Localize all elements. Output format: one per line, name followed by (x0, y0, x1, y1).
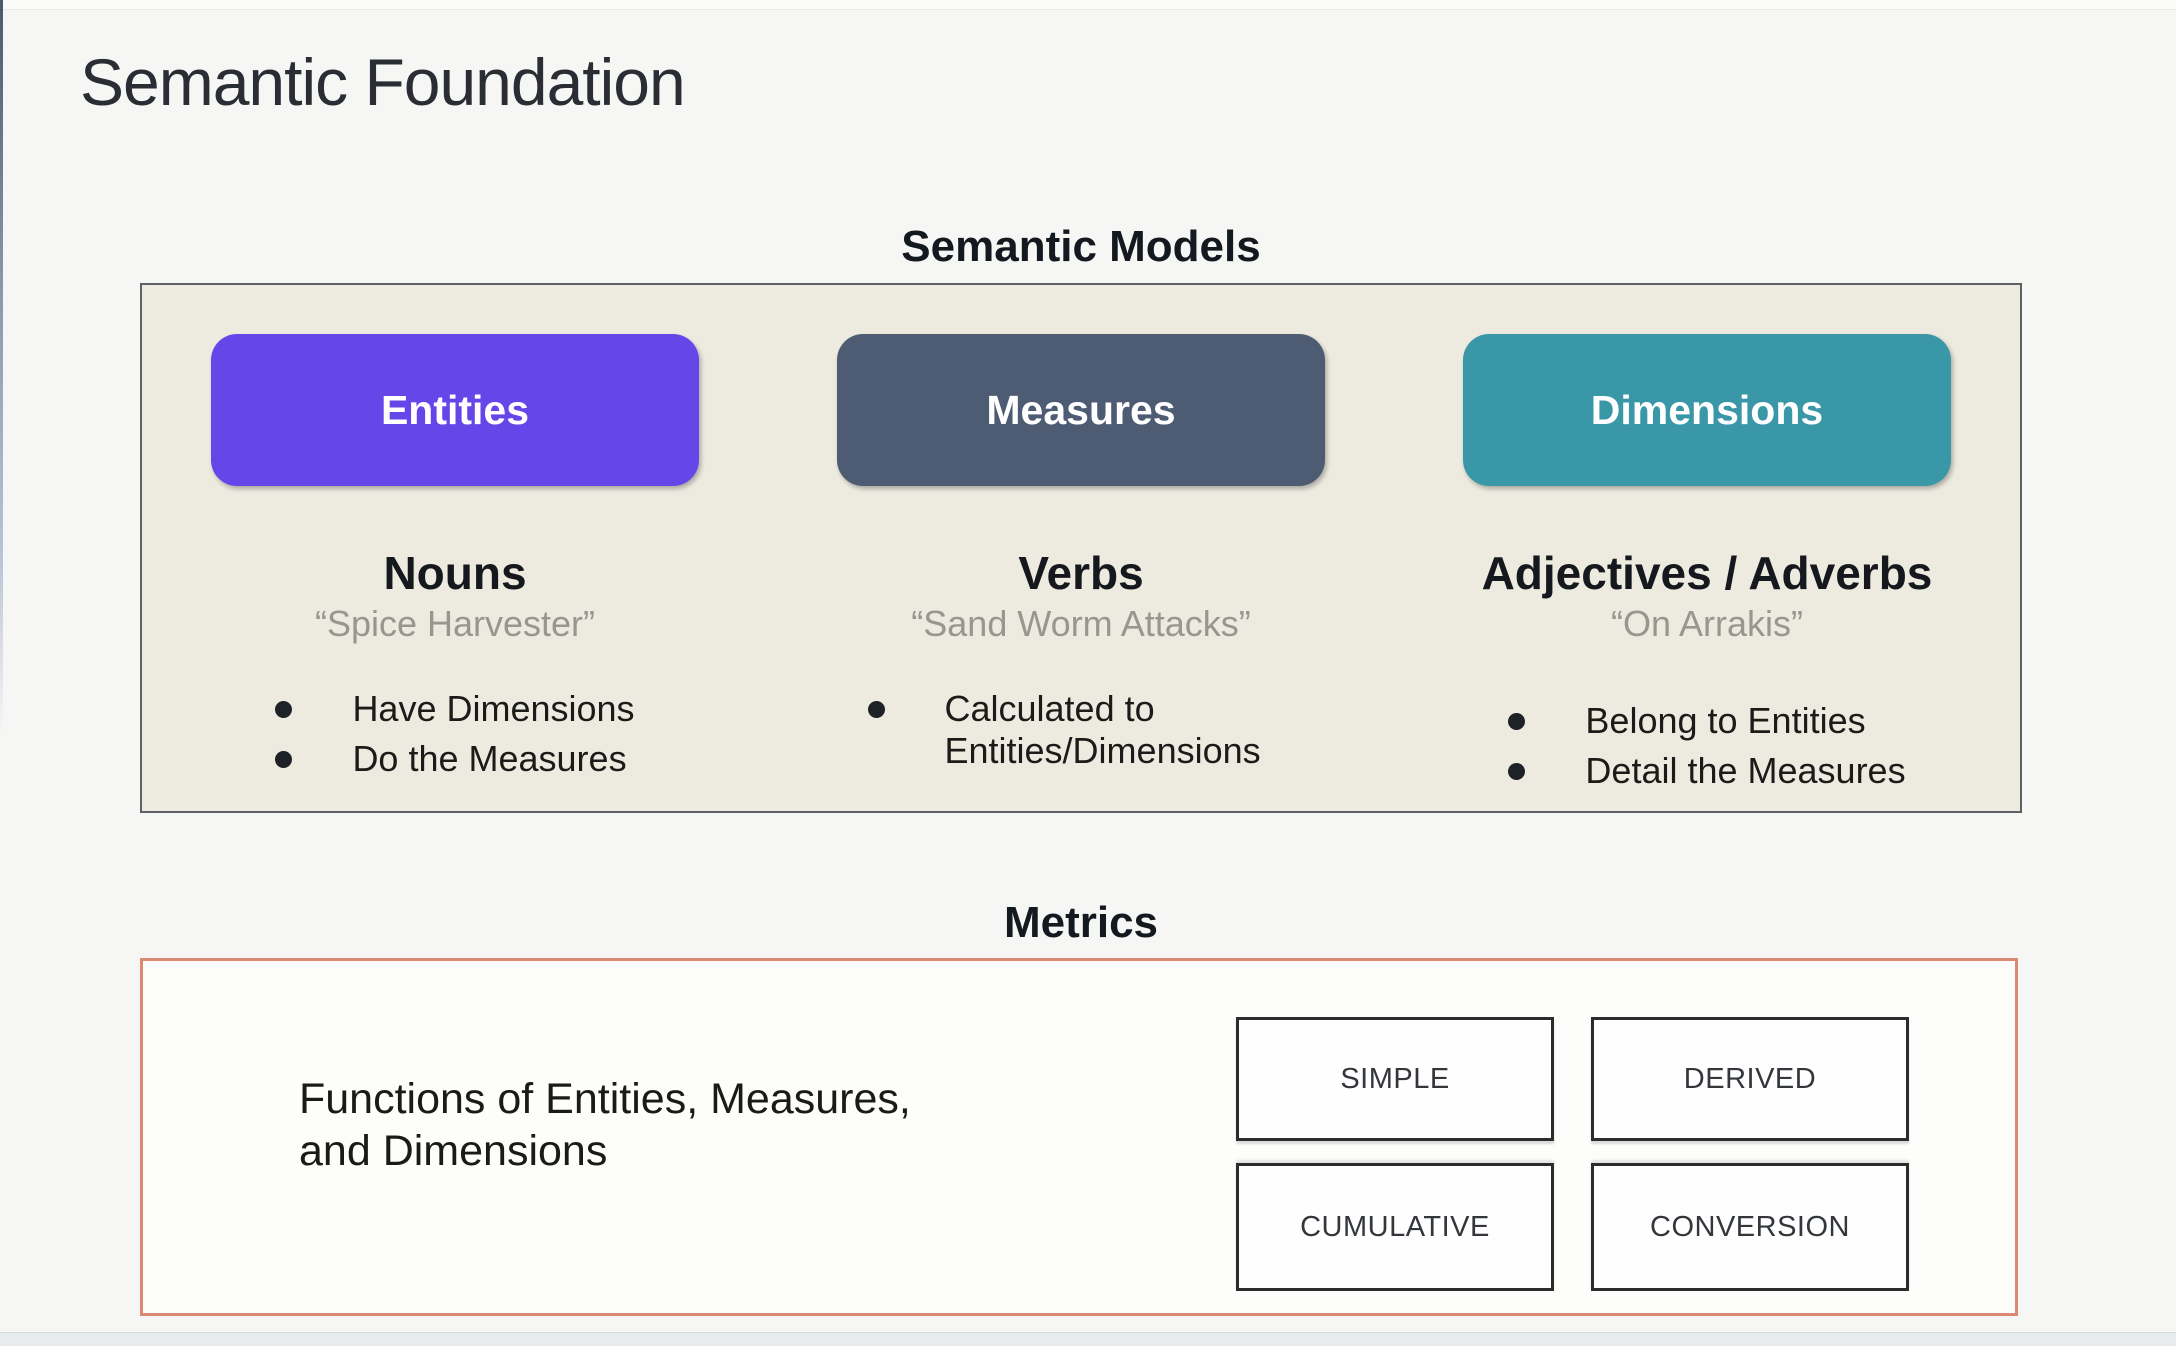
measures-example-quote: “Sand Worm Attacks” (911, 603, 1251, 644)
dimensions-column: Dimensions Adjectives / Adverbs “On Arra… (1394, 285, 2020, 811)
dimensions-pill-label: Dimensions (1590, 386, 1824, 433)
dimensions-example-quote: “On Arrakis” (1610, 603, 1804, 644)
list-item: Belong to Entities (1508, 700, 1905, 742)
dimensions-pill: Dimensions (1463, 334, 1951, 486)
window-top-edge (0, 0, 2176, 10)
dimensions-role-label: Adjectives / Adverbs (1481, 547, 1933, 599)
measures-pill: Measures (837, 334, 1325, 486)
entities-pill-label: Entities (380, 386, 530, 433)
measures-column: Measures Verbs “Sand Worm Attacks” Calcu… (768, 285, 1394, 811)
metric-tile-cumulative: CUMULATIVE (1236, 1163, 1554, 1291)
metrics-description: Functions of Entities, Measures, and Dim… (299, 1075, 911, 1176)
dimensions-bullet-list: Belong to Entities Detail the Measures (1508, 700, 1906, 800)
metric-tile-simple: SIMPLE (1236, 1017, 1554, 1141)
measures-pill-label: Measures (986, 386, 1176, 433)
metric-tile-derived: DERIVED (1591, 1017, 1909, 1141)
list-item: Detail the Measures (1508, 750, 1906, 792)
measures-bullet-list: Calculated to Entities/Dimensions (867, 688, 1295, 780)
measures-role-label: Verbs (1018, 547, 1144, 599)
entities-pill: Entities (211, 334, 699, 486)
window-left-edge (0, 0, 3, 735)
entities-example-quote: “Spice Harvester” (314, 603, 596, 644)
metric-tile-conversion: CONVERSION (1591, 1163, 1909, 1291)
window-bottom-edge (0, 1332, 2176, 1346)
entities-column: Entities Nouns “Spice Harvester” Have Di… (142, 285, 768, 811)
entities-bullet-list: Have Dimensions Do the Measures (275, 688, 635, 788)
bullet-icon (1508, 712, 1526, 730)
bullet-icon (275, 700, 293, 718)
metrics-heading: Metrics (1003, 898, 1159, 947)
bullet-icon (275, 750, 293, 768)
page-title: Semantic Foundation (80, 45, 686, 119)
bullet-icon (1508, 762, 1526, 780)
list-item: Have Dimensions (275, 688, 635, 730)
bullet-icon (867, 700, 885, 718)
semantic-models-heading: Semantic Models (901, 222, 1261, 271)
list-item: Calculated to Entities/Dimensions (867, 688, 1295, 772)
list-item: Do the Measures (275, 738, 634, 780)
entities-role-label: Nouns (383, 547, 527, 599)
metrics-panel: Functions of Entities, Measures, and Dim… (140, 958, 2018, 1316)
semantic-models-panel: Entities Nouns “Spice Harvester” Have Di… (140, 283, 2022, 813)
